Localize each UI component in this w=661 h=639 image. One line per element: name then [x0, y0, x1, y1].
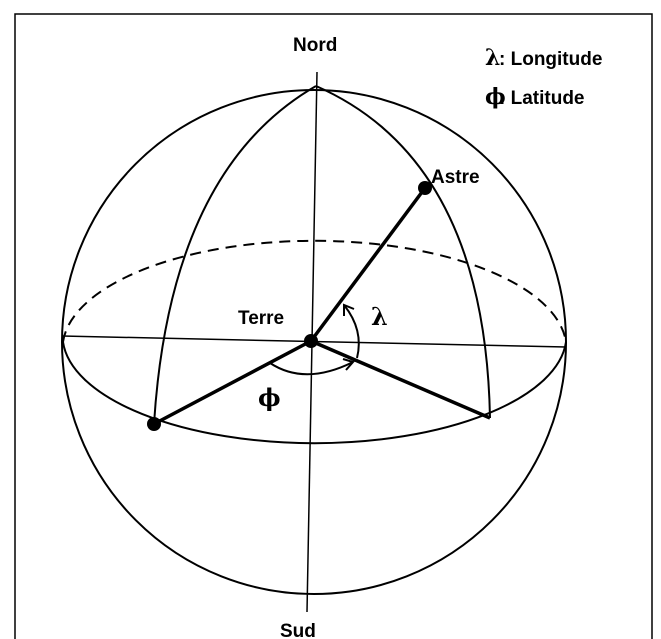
star-meridian: [316, 86, 490, 418]
earth-label: Terre: [238, 308, 284, 329]
lambda-angle-label: λ: [371, 302, 388, 331]
equator-back-dashed: [63, 241, 566, 342]
earth-point: [304, 334, 318, 348]
star-label: Astre: [431, 167, 480, 188]
radius-to-star: [311, 188, 425, 341]
radius-to-reference-point: [154, 341, 311, 424]
legend-phi-text: : Latitude: [499, 88, 585, 109]
equator-front: [63, 342, 566, 443]
lambda-angle-arc: [344, 305, 359, 358]
north-label: Nord: [293, 35, 337, 56]
legend-lambda-text: : Longitude: [499, 49, 602, 70]
phi-angle-label: ϕ: [258, 383, 281, 412]
south-label: Sud: [280, 621, 316, 639]
star-point: [418, 181, 432, 195]
reference-point: [147, 417, 161, 431]
radius-to-equator-point: [311, 341, 490, 418]
